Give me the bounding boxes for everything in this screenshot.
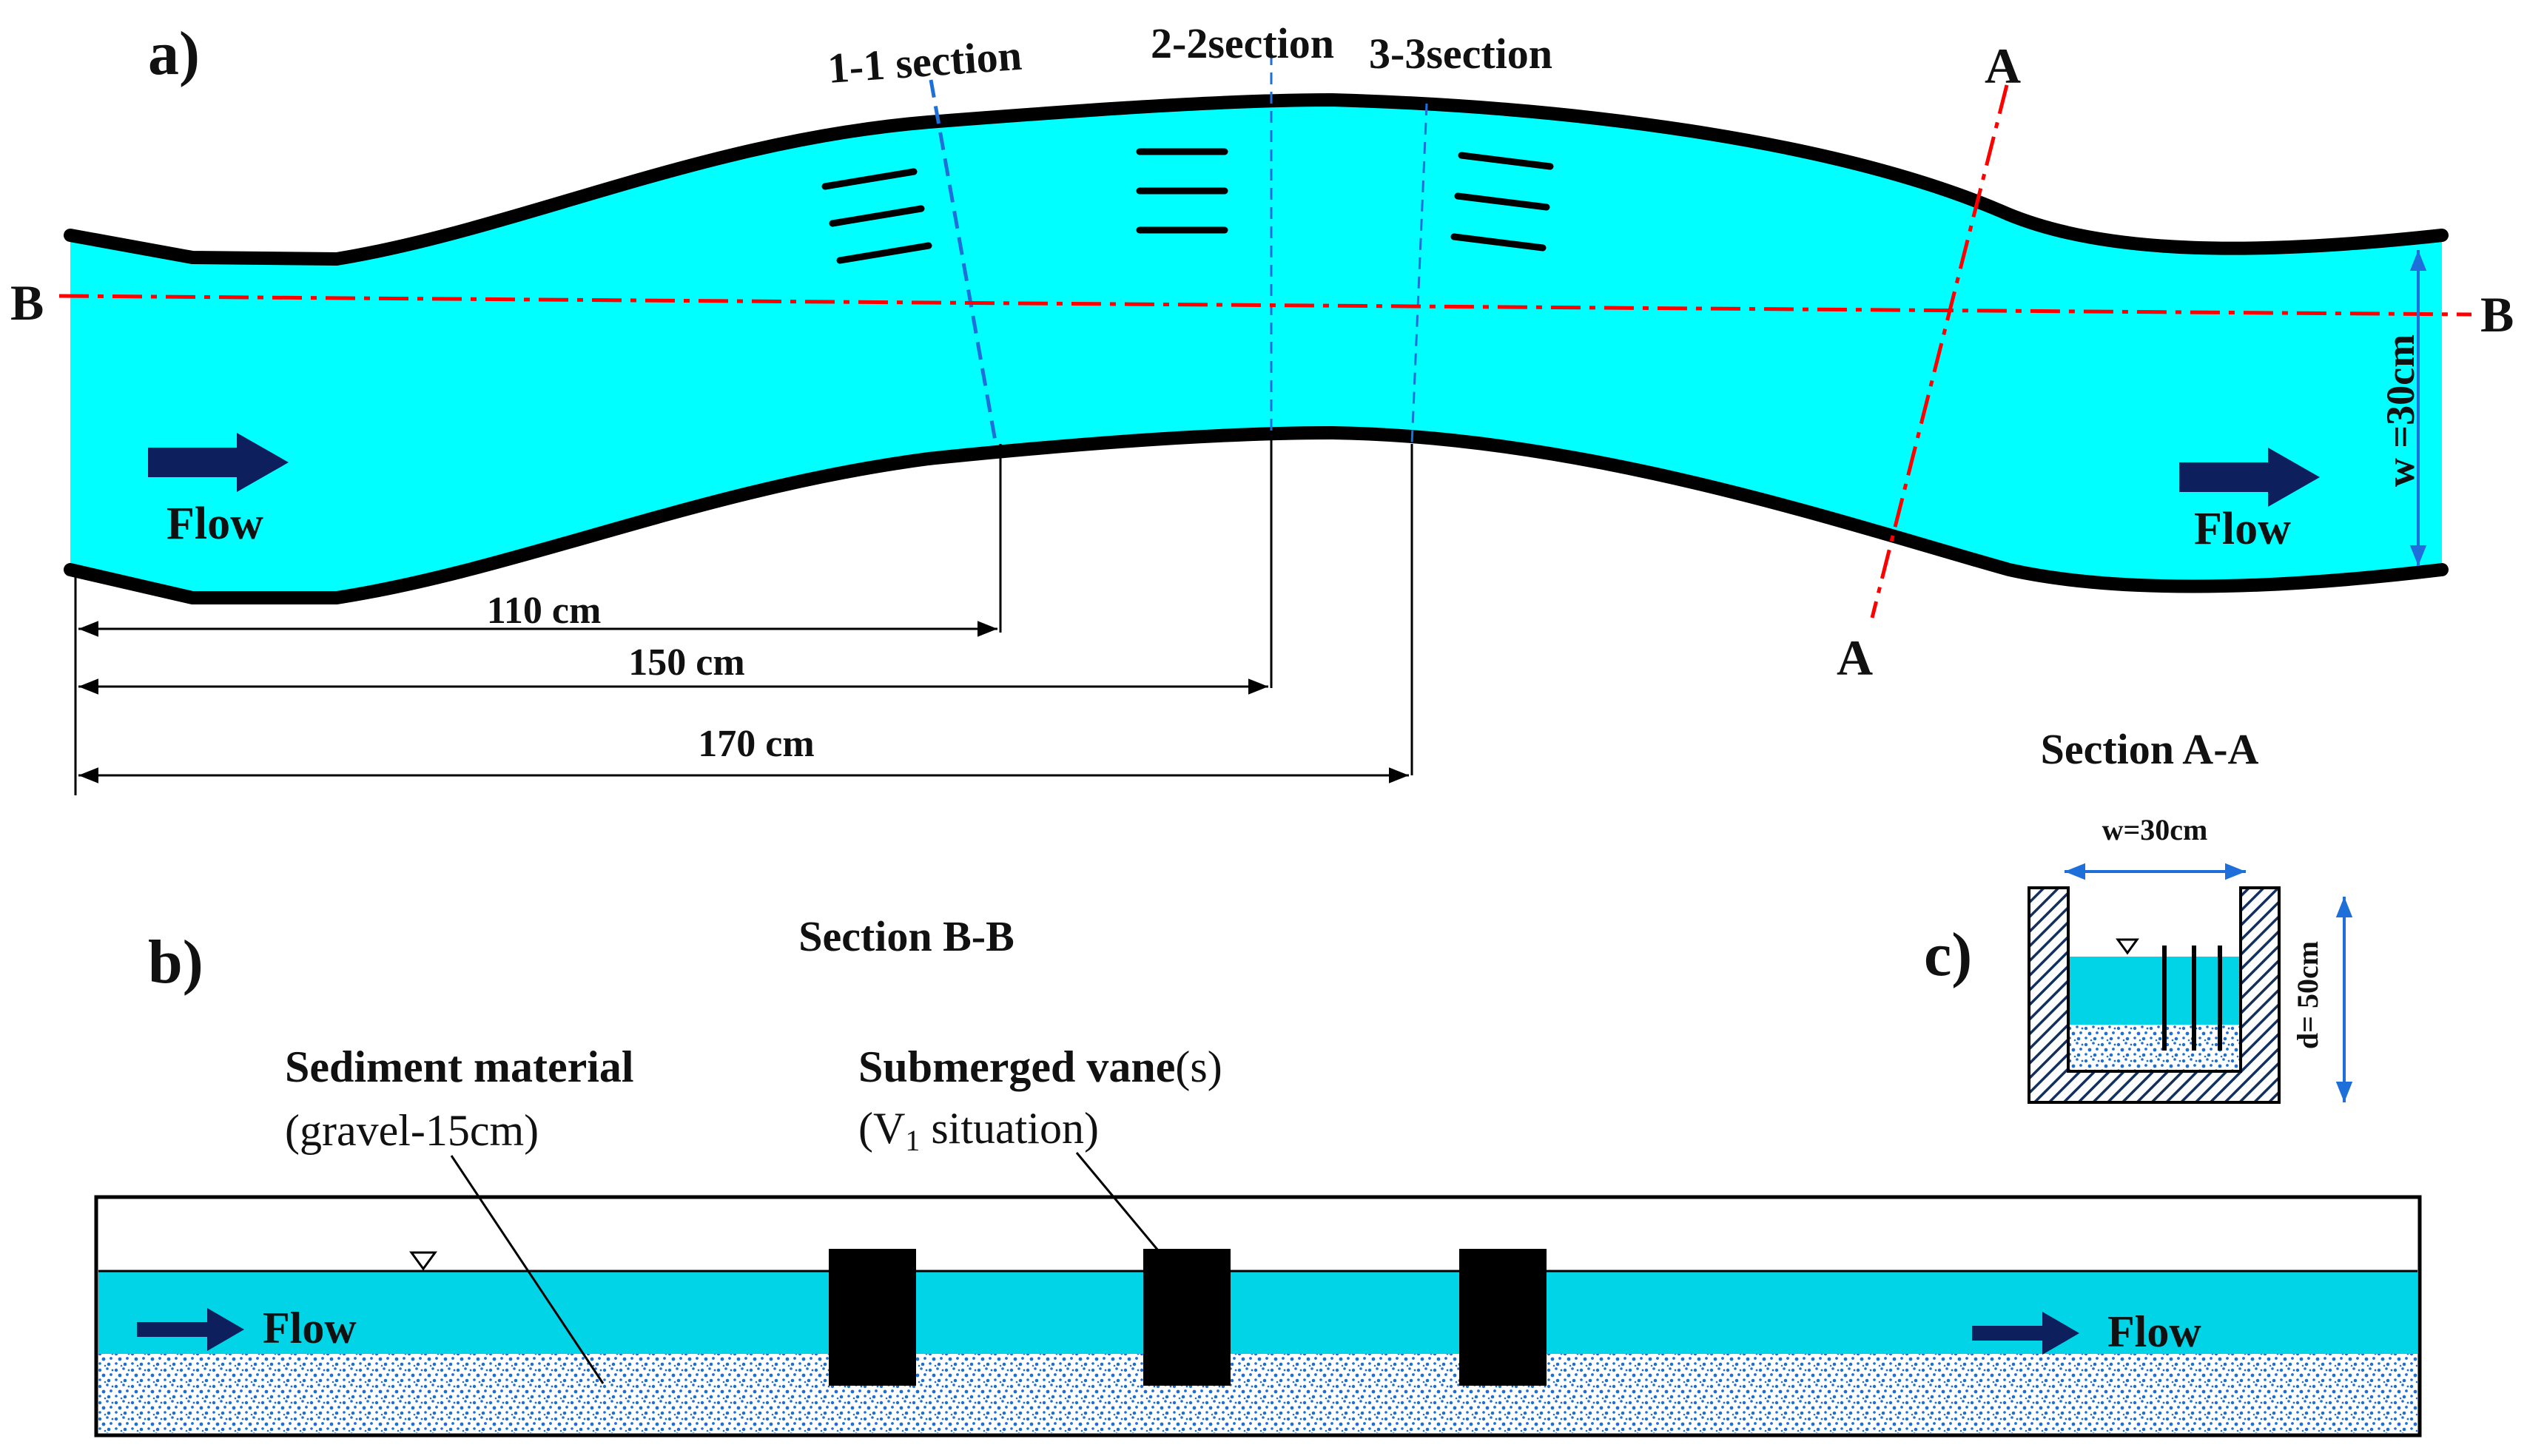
dim-label-150: 150 cm xyxy=(628,641,744,684)
lower-channel-wall xyxy=(64,426,2449,604)
flow-label-left: Flow xyxy=(166,499,263,549)
section-label-1-1: 1-1 section xyxy=(826,31,1023,92)
cross-section-walls xyxy=(2028,886,2281,1104)
section-b-marker-right: B xyxy=(2480,286,2514,343)
submerged-vane-3 xyxy=(1459,1249,1547,1386)
vane-detail-sub: 1 xyxy=(905,1124,920,1157)
vane-label-main: Submerged vane xyxy=(858,1042,1175,1091)
dim-label-110: 110 cm xyxy=(487,590,602,632)
vane-detail-suffix: situation) xyxy=(920,1104,1099,1153)
sediment-bed xyxy=(98,1354,2417,1433)
cross-width-label: w=30cm xyxy=(2102,813,2208,846)
vane-group-3 xyxy=(1450,152,1554,252)
panel-b-longitudinal-section: b) Section B-B Sediment material (gravel… xyxy=(94,912,2422,1438)
section-line-a-a xyxy=(1870,84,2009,619)
flow-arrow-left xyxy=(148,433,289,492)
section-flow-label-right: Flow xyxy=(2107,1307,2201,1356)
flow-arrow-right xyxy=(2179,448,2320,507)
panel-a-plan-view: a) 1-1 section 2-2section 3-3sectio xyxy=(10,19,2514,795)
section-a-marker-top: A xyxy=(1985,38,2021,94)
cross-depth-label: d= 50cm xyxy=(2291,941,2324,1049)
width-label: w =30cm xyxy=(2378,334,2423,487)
vane-label-suffix: (s) xyxy=(1175,1042,1222,1091)
channel-water xyxy=(70,100,2442,598)
panel-c-title: Section A-A xyxy=(2041,725,2259,773)
vane-label: Submerged vane(s) xyxy=(858,1042,1222,1091)
section-label-2-2: 2-2section xyxy=(1151,19,1334,67)
flow-label-right: Flow xyxy=(2194,504,2291,554)
section-flow-label-left: Flow xyxy=(263,1304,357,1352)
section-flow-arrow-right xyxy=(1972,1312,2079,1355)
panel-c-cross-section: Section A-A c) w=30cm d= 50cm xyxy=(1924,725,2353,1104)
submerged-vane-1 xyxy=(829,1249,916,1386)
section-b-marker-left: B xyxy=(10,274,44,331)
sediment-detail: (gravel-15cm) xyxy=(285,1106,539,1155)
section-label-3-3: 3-3section xyxy=(1369,30,1552,78)
section-line-b-b xyxy=(58,294,2472,317)
sediment-leader-line xyxy=(450,1155,605,1384)
cross-water-level-symbol xyxy=(2116,938,2139,955)
panel-b-label: b) xyxy=(148,928,203,997)
water-layer xyxy=(98,1271,2417,1354)
vane-leader-line xyxy=(1075,1152,1160,1251)
water-level-symbol xyxy=(409,1251,437,1271)
sediment-label: Sediment material xyxy=(285,1042,634,1091)
upper-channel-wall xyxy=(64,93,2449,266)
cross-section-vanes xyxy=(2162,946,2222,1051)
section-line-1-1 xyxy=(929,79,997,442)
vane-detail: (V1 situation) xyxy=(858,1104,1099,1157)
section-a-marker-bottom: A xyxy=(1837,630,1873,686)
vane-detail-prefix: (V xyxy=(858,1104,905,1153)
cross-section-water xyxy=(2070,957,2239,1025)
panel-c-label: c) xyxy=(1924,920,1972,989)
panel-a-label: a) xyxy=(148,19,200,88)
vane-group-2 xyxy=(1136,148,1228,234)
vane-group-1 xyxy=(821,168,932,264)
submerged-vane-2 xyxy=(1143,1249,1231,1386)
section-flow-arrow-left xyxy=(137,1308,244,1351)
dim-label-170: 170 cm xyxy=(698,723,814,765)
cross-section-sediment xyxy=(2070,1025,2239,1070)
panel-b-title: Section B-B xyxy=(798,912,1014,960)
